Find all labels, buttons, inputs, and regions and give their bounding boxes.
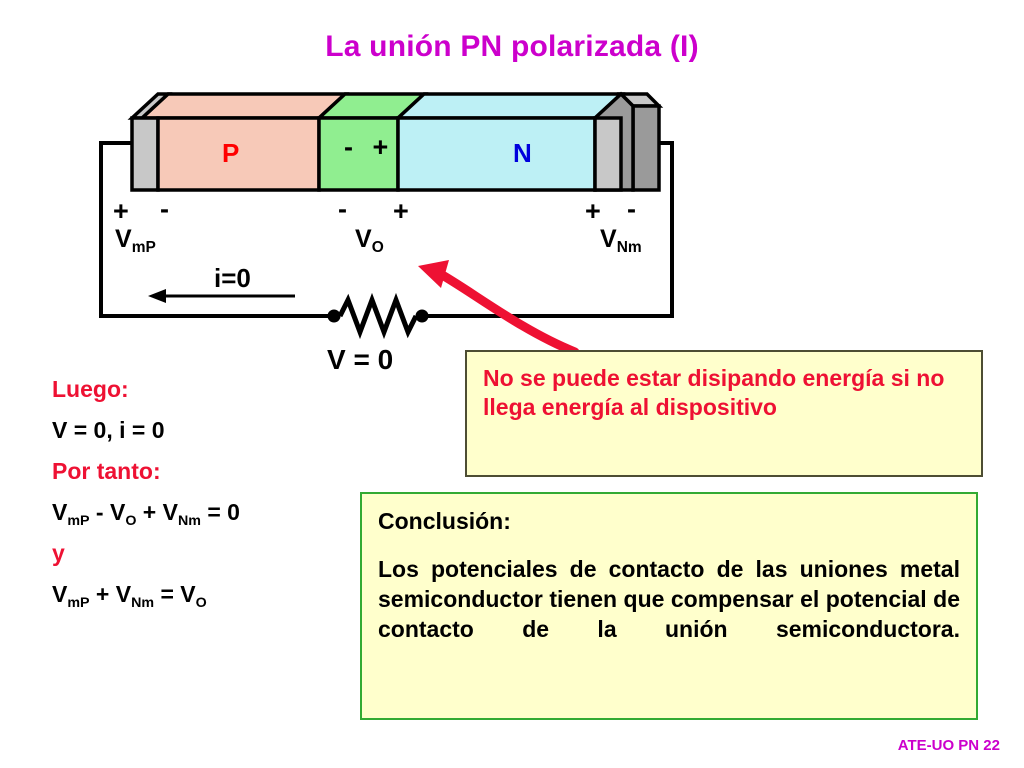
- conclusion-title: Conclusión:: [378, 508, 511, 534]
- right-contact-side-face: [631, 104, 661, 192]
- vo-minus-sign: -: [338, 194, 347, 224]
- energy-callout-text: No se puede estar disipando energía si n…: [483, 365, 945, 421]
- energy-callout-box: No se puede estar disipando energía si n…: [465, 350, 988, 482]
- conclusion-callout-box: Conclusión: Los potenciales de contacto …: [360, 492, 983, 725]
- equation-balance: VmP + VNm = VO: [52, 581, 207, 611]
- equation-v-i-zero: V = 0, i = 0: [52, 417, 165, 443]
- right-metal-contact: [593, 116, 623, 192]
- vo-label: VO: [355, 225, 384, 256]
- slide-footer: ATE-UO PN 22: [897, 737, 1000, 754]
- current-label: i=0: [214, 263, 251, 293]
- page-title: La unión PN polarizada (I): [325, 30, 699, 63]
- equation-heading-y: y: [52, 540, 65, 566]
- diagram-canvas: [99, 91, 674, 357]
- eq-kvl-sub-nm: Nm: [177, 512, 201, 529]
- p-region-face: [156, 116, 321, 192]
- equation-heading-luego: Luego:: [52, 376, 129, 402]
- n-top-face: [393, 92, 626, 120]
- vmp-label: VmP: [115, 225, 156, 256]
- eq-kvl-sub-o: O: [125, 512, 137, 529]
- vnm-label: VNm: [600, 225, 642, 256]
- vnm-base: V: [600, 225, 617, 253]
- n-region-label: N: [513, 138, 532, 168]
- vnm-plus-sign: +: [585, 196, 601, 226]
- block-front-faces: [130, 116, 623, 192]
- equation-heading-por-tanto: Por tanto:: [52, 458, 161, 484]
- n-region-face: [396, 116, 597, 192]
- eq-bal-sub-mp: mP: [67, 594, 90, 611]
- eq-bal-sub-o: O: [195, 594, 207, 611]
- eq-kvl-sub-mp: mP: [67, 512, 90, 529]
- vmp-plus-sign: +: [113, 196, 129, 226]
- resistor-voltage-label: V = 0: [327, 344, 394, 375]
- vo-base: V: [355, 225, 372, 253]
- vnm-minus-sign: -: [627, 194, 636, 224]
- vo-plus-sign: +: [393, 196, 409, 226]
- depletion-charge-label: - +: [344, 132, 395, 162]
- pn-junction-diagram: P - + N + - VmP - + VO + - VNm i=0 V = 0: [99, 91, 674, 375]
- vmp-minus-sign: -: [160, 194, 169, 224]
- eq-bal-sub-nm: Nm: [131, 594, 155, 611]
- vmp-base: V: [115, 225, 132, 253]
- current-arrow: [148, 289, 295, 303]
- conclusion-body: Los potenciales de contacto de las union…: [378, 555, 960, 643]
- equation-kvl: VmP - VO + VNm = 0: [52, 499, 240, 529]
- resistor-symbol: [327, 292, 429, 340]
- vo-subscript: O: [371, 238, 384, 256]
- p-top-face: [137, 92, 350, 120]
- callout-pointer-arrow: [418, 260, 580, 357]
- left-metal-contact: [130, 116, 160, 192]
- equation-list: Luego: V = 0, i = 0 Por tanto: VmP - VO …: [52, 378, 352, 624]
- p-region-label: P: [222, 138, 240, 168]
- vmp-subscript: mP: [131, 238, 156, 256]
- vnm-subscript: Nm: [616, 238, 642, 256]
